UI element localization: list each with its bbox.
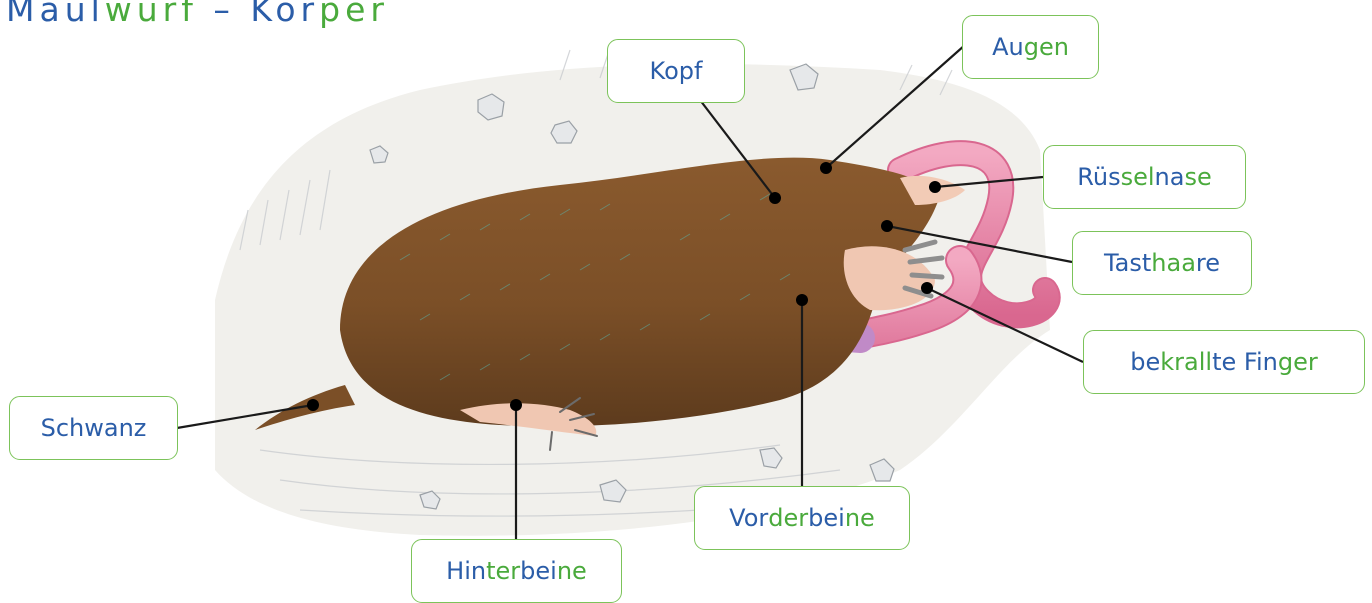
label-tasthaare: Tasthaare: [1072, 231, 1252, 295]
title-part: wurf: [105, 0, 198, 29]
label-text: Vor: [729, 504, 768, 532]
label-text: bei: [520, 557, 557, 585]
label-schwanz: Schwanz: [9, 396, 178, 460]
label-text: sel: [1121, 163, 1155, 191]
label-text: krall: [1160, 348, 1212, 376]
label-text: Hin: [446, 557, 486, 585]
label-text: re: [1196, 249, 1220, 277]
label-text: bei: [808, 504, 845, 532]
label-kopf: Kopf: [607, 39, 745, 103]
label-text: Au: [992, 33, 1024, 61]
label-text: gen: [1024, 33, 1069, 61]
label-text: ne: [845, 504, 875, 532]
label-ruesselnase: Rüsselnase: [1043, 145, 1246, 209]
label-text: Schwanz: [41, 414, 147, 442]
title-part: Kör: [250, 0, 319, 29]
label-vorderbeine: Vorderbeine: [694, 486, 910, 550]
label-bekrallte-finger: bekrallte Finger: [1083, 330, 1365, 394]
label-text: der: [768, 504, 808, 532]
label-text: se: [1184, 163, 1211, 191]
label-text: Tast: [1104, 249, 1151, 277]
label-text: ter: [486, 557, 520, 585]
label-augen: Augen: [962, 15, 1099, 79]
label-text: ne: [557, 557, 587, 585]
title-part: Maul: [6, 0, 105, 29]
label-text: Kopf: [650, 57, 703, 85]
page-title: Maulwurf – Körper: [6, 0, 389, 29]
label-text: Rüs: [1077, 163, 1120, 191]
title-part: per: [319, 0, 389, 29]
label-text: ger: [1278, 348, 1318, 376]
label-hinterbeine: Hinterbeine: [411, 539, 622, 603]
label-text: haa: [1151, 249, 1196, 277]
label-text: na: [1155, 163, 1185, 191]
label-text: be: [1130, 348, 1160, 376]
label-text: te Fin: [1212, 348, 1278, 376]
title-part: –: [198, 0, 250, 29]
